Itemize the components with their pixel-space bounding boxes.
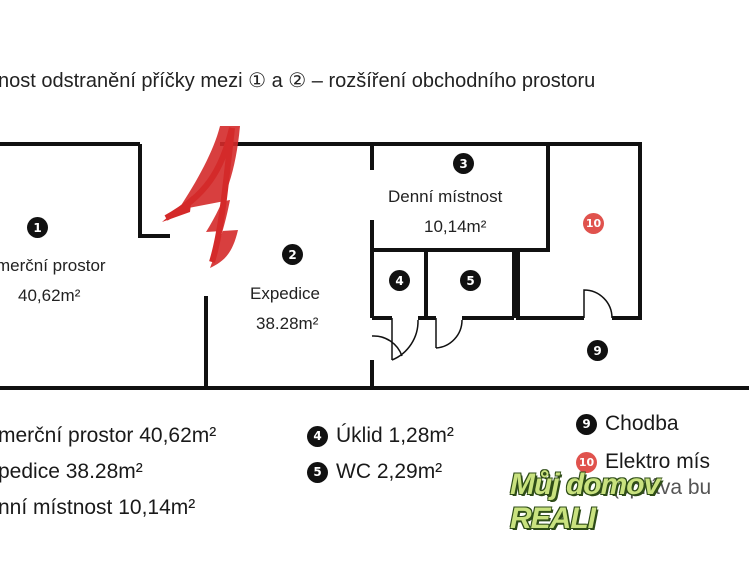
legend-item-2: pedice 38.28m² — [0, 460, 143, 484]
wall-room3-bottom — [372, 144, 550, 252]
headline: nost odstranění příčky mezi ① a ② – rozš… — [0, 70, 596, 92]
partition-removal-arrow — [162, 126, 240, 268]
door-left — [391, 318, 419, 361]
legend-text-2: pedice 38.28m² — [0, 460, 143, 483]
room-badge-9: 9 — [587, 340, 608, 361]
room-name-2: Expedice — [250, 284, 320, 303]
legend-text-9: Chodba — [605, 412, 679, 435]
legend-item-3: nní místnost 10,14m² — [0, 496, 195, 520]
room-badge-1: 1 — [27, 217, 48, 238]
room-badge-10: 10 — [583, 213, 604, 234]
legend-text-10: Elektro mís — [605, 450, 711, 473]
legend-item-10: 10 Elektro mís — [576, 450, 710, 474]
doors — [371, 289, 613, 361]
walls — [0, 142, 749, 390]
legend-text-1: merční prostor 40,62m² — [0, 424, 217, 447]
door-wc — [435, 318, 463, 349]
legend-item-10-sub: (správa bu — [612, 476, 711, 500]
room-badge-2: 2 — [282, 244, 303, 265]
room-name-1: merční prostor — [0, 256, 106, 275]
legend-text-3: nní místnost 10,14m² — [0, 496, 196, 519]
legend-text-10-sub: (správa bu — [612, 476, 712, 499]
legend-badge-10: 10 — [576, 451, 597, 473]
room-name-3: Denní místnost — [388, 187, 503, 206]
room-badge-5: 5 — [460, 270, 481, 291]
legend-badge-4: 4 — [307, 425, 328, 447]
legend-badge-5: 5 — [307, 461, 328, 483]
brand-logo: Můj domov REALI — [510, 468, 660, 535]
legend-badge-9: 9 — [576, 413, 597, 435]
room-area-3: 10,14m² — [424, 217, 487, 236]
legend-item-1: merční prostor 40,62m² — [0, 424, 216, 448]
room-badge-3: 3 — [453, 153, 474, 174]
legend-text-5: WC 2,29m² — [336, 460, 443, 483]
room-area-2: 38.28m² — [256, 314, 319, 333]
door-room10 — [583, 289, 613, 319]
wall-notch — [138, 144, 170, 238]
room-area-1: 40,62m² — [18, 286, 81, 305]
legend-text-4: Úklid 1,28m² — [336, 424, 454, 447]
legend-item-5: 5 WC 2,29m² — [307, 460, 442, 484]
wall-room10 — [516, 142, 642, 320]
door-room4 — [371, 335, 403, 357]
room-badge-4: 4 — [389, 270, 410, 291]
legend-item-9: 9 Chodba — [576, 412, 679, 436]
legend-item-4: 4 Úklid 1,28m² — [307, 424, 454, 448]
